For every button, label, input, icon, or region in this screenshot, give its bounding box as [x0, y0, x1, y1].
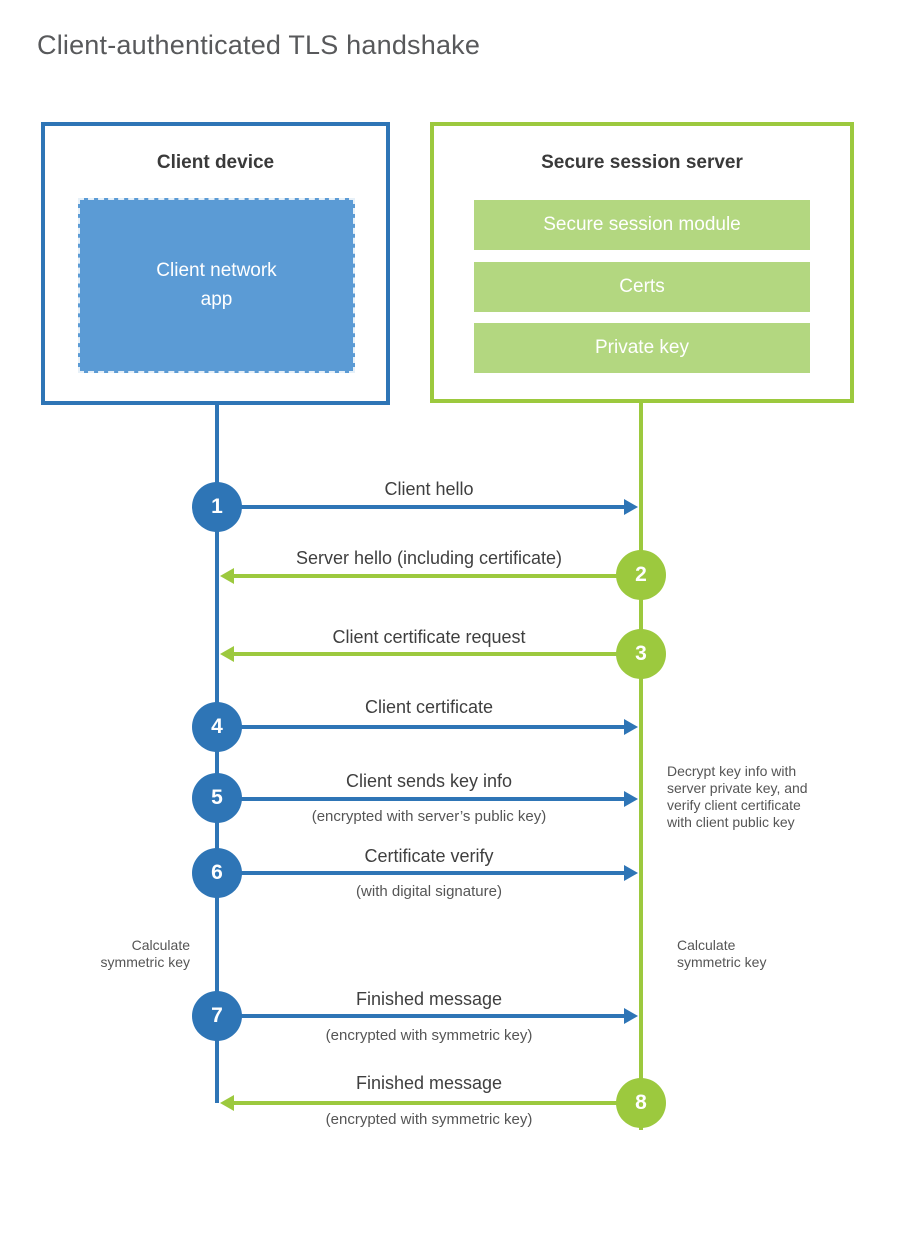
- step-8-badge: 8: [616, 1078, 666, 1128]
- secure-session-server-title: Secure session server: [541, 152, 743, 173]
- step-3-label: Client certificate request: [332, 627, 526, 647]
- arrow-left-icon: [220, 646, 618, 662]
- step-5-badge: 5: [192, 773, 242, 823]
- step-7-label: Finished message: [355, 989, 503, 1009]
- server-lifeline: [639, 403, 643, 1130]
- client-lifeline: [215, 405, 219, 1103]
- step-8-sublabel: (encrypted with symmetric key): [325, 1111, 533, 1128]
- client-network-app-label: Client network app: [156, 260, 277, 310]
- server-module-label: Private key: [595, 337, 689, 358]
- step-6-badge: 6: [192, 848, 242, 898]
- arrow-right-icon: [240, 499, 638, 515]
- decrypt-key-note: Decrypt key info with server private key…: [667, 763, 808, 830]
- client-device-box: Client device Client network app: [41, 122, 390, 405]
- step-6-label: Certificate verify: [364, 846, 494, 866]
- arrow-left-icon: [220, 568, 618, 584]
- secure-session-server-box: Secure session server Secure session mod…: [430, 122, 854, 403]
- calculate-symmetric-key-note-client: Calculate symmetric key: [100, 937, 190, 970]
- server-module-label: Certs: [619, 276, 665, 297]
- step-5-label: Client sends key info: [345, 771, 513, 791]
- step-1-label: Client hello: [384, 479, 474, 499]
- step-8-label: Finished message: [355, 1073, 503, 1093]
- step-5-sublabel: (encrypted with server’s public key): [311, 808, 547, 825]
- step-7-badge: 7: [192, 991, 242, 1041]
- arrow-right-icon: [240, 865, 638, 881]
- step-4-label: Client certificate: [364, 697, 494, 717]
- server-module-private-key: Private key: [474, 323, 810, 373]
- server-module-certs: Certs: [474, 262, 810, 312]
- arrow-right-icon: [240, 1008, 638, 1024]
- calculate-symmetric-key-note-server: Calculate symmetric key: [677, 937, 767, 970]
- step-2-label: Server hello (including certificate): [295, 548, 563, 568]
- client-network-app-box: Client network app: [78, 198, 355, 373]
- server-module-secure-session: Secure session module: [474, 200, 810, 250]
- step-4-badge: 4: [192, 702, 242, 752]
- step-6-sublabel: (with digital signature): [356, 883, 502, 900]
- arrow-right-icon: [240, 719, 638, 735]
- server-module-label: Secure session module: [543, 214, 741, 235]
- step-3-badge: 3: [616, 629, 666, 679]
- page-title: Client-authenticated TLS handshake: [37, 30, 481, 60]
- step-2-badge: 2: [616, 550, 666, 600]
- arrow-right-icon: [240, 791, 638, 807]
- arrow-left-icon: [220, 1095, 618, 1111]
- step-7-sublabel: (encrypted with symmetric key): [325, 1027, 533, 1044]
- step-1-badge: 1: [192, 482, 242, 532]
- client-device-title: Client device: [156, 152, 275, 173]
